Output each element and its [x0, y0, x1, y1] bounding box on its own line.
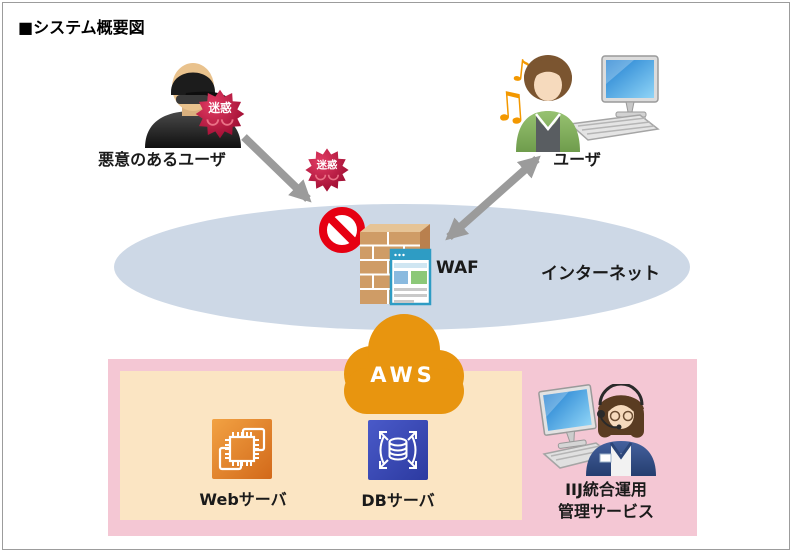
malicious-user-label: 悪意のあるユーザ — [98, 150, 226, 169]
aws-label: AWS — [370, 363, 436, 387]
firewall-brick-wall-icon — [360, 224, 432, 306]
attack-arrow — [241, 134, 312, 203]
operator-with-pc-icon — [538, 384, 656, 476]
spam-badge-icon: 迷惑 — [195, 89, 245, 139]
keyboard-icon — [568, 114, 660, 141]
db-server-label: DBサーバ — [361, 491, 435, 510]
browser-window-icon — [389, 248, 432, 306]
user-label: ユーザ — [553, 150, 601, 169]
web-server-label: Webサーバ — [199, 490, 287, 509]
operator-woman-icon — [586, 384, 656, 476]
svg-text:迷惑: 迷惑 — [316, 158, 338, 171]
no-entry-sign-icon — [319, 207, 365, 253]
rds-database-icon — [368, 420, 428, 480]
ec2-chip-icon — [212, 419, 272, 479]
internet-label: インターネット — [541, 264, 660, 284]
two-way-traffic-arrow — [445, 155, 541, 241]
diagram-border — [2, 2, 790, 550]
monitor-icon — [538, 384, 597, 449]
waf-label: WAF — [436, 258, 479, 278]
woman-icon — [516, 55, 580, 152]
management-label-line2: 管理サービス — [557, 502, 655, 521]
monitor-icon — [601, 55, 659, 118]
page-title: ■システム概要図 — [18, 18, 145, 37]
user-with-pc-icon — [516, 55, 660, 152]
cloud-icon — [344, 314, 464, 414]
spam-badge-icon: 迷惑 — [305, 148, 349, 192]
svg-text:迷惑: 迷惑 — [207, 101, 232, 115]
management-label-line1: IIJ統合運用 — [565, 480, 647, 499]
